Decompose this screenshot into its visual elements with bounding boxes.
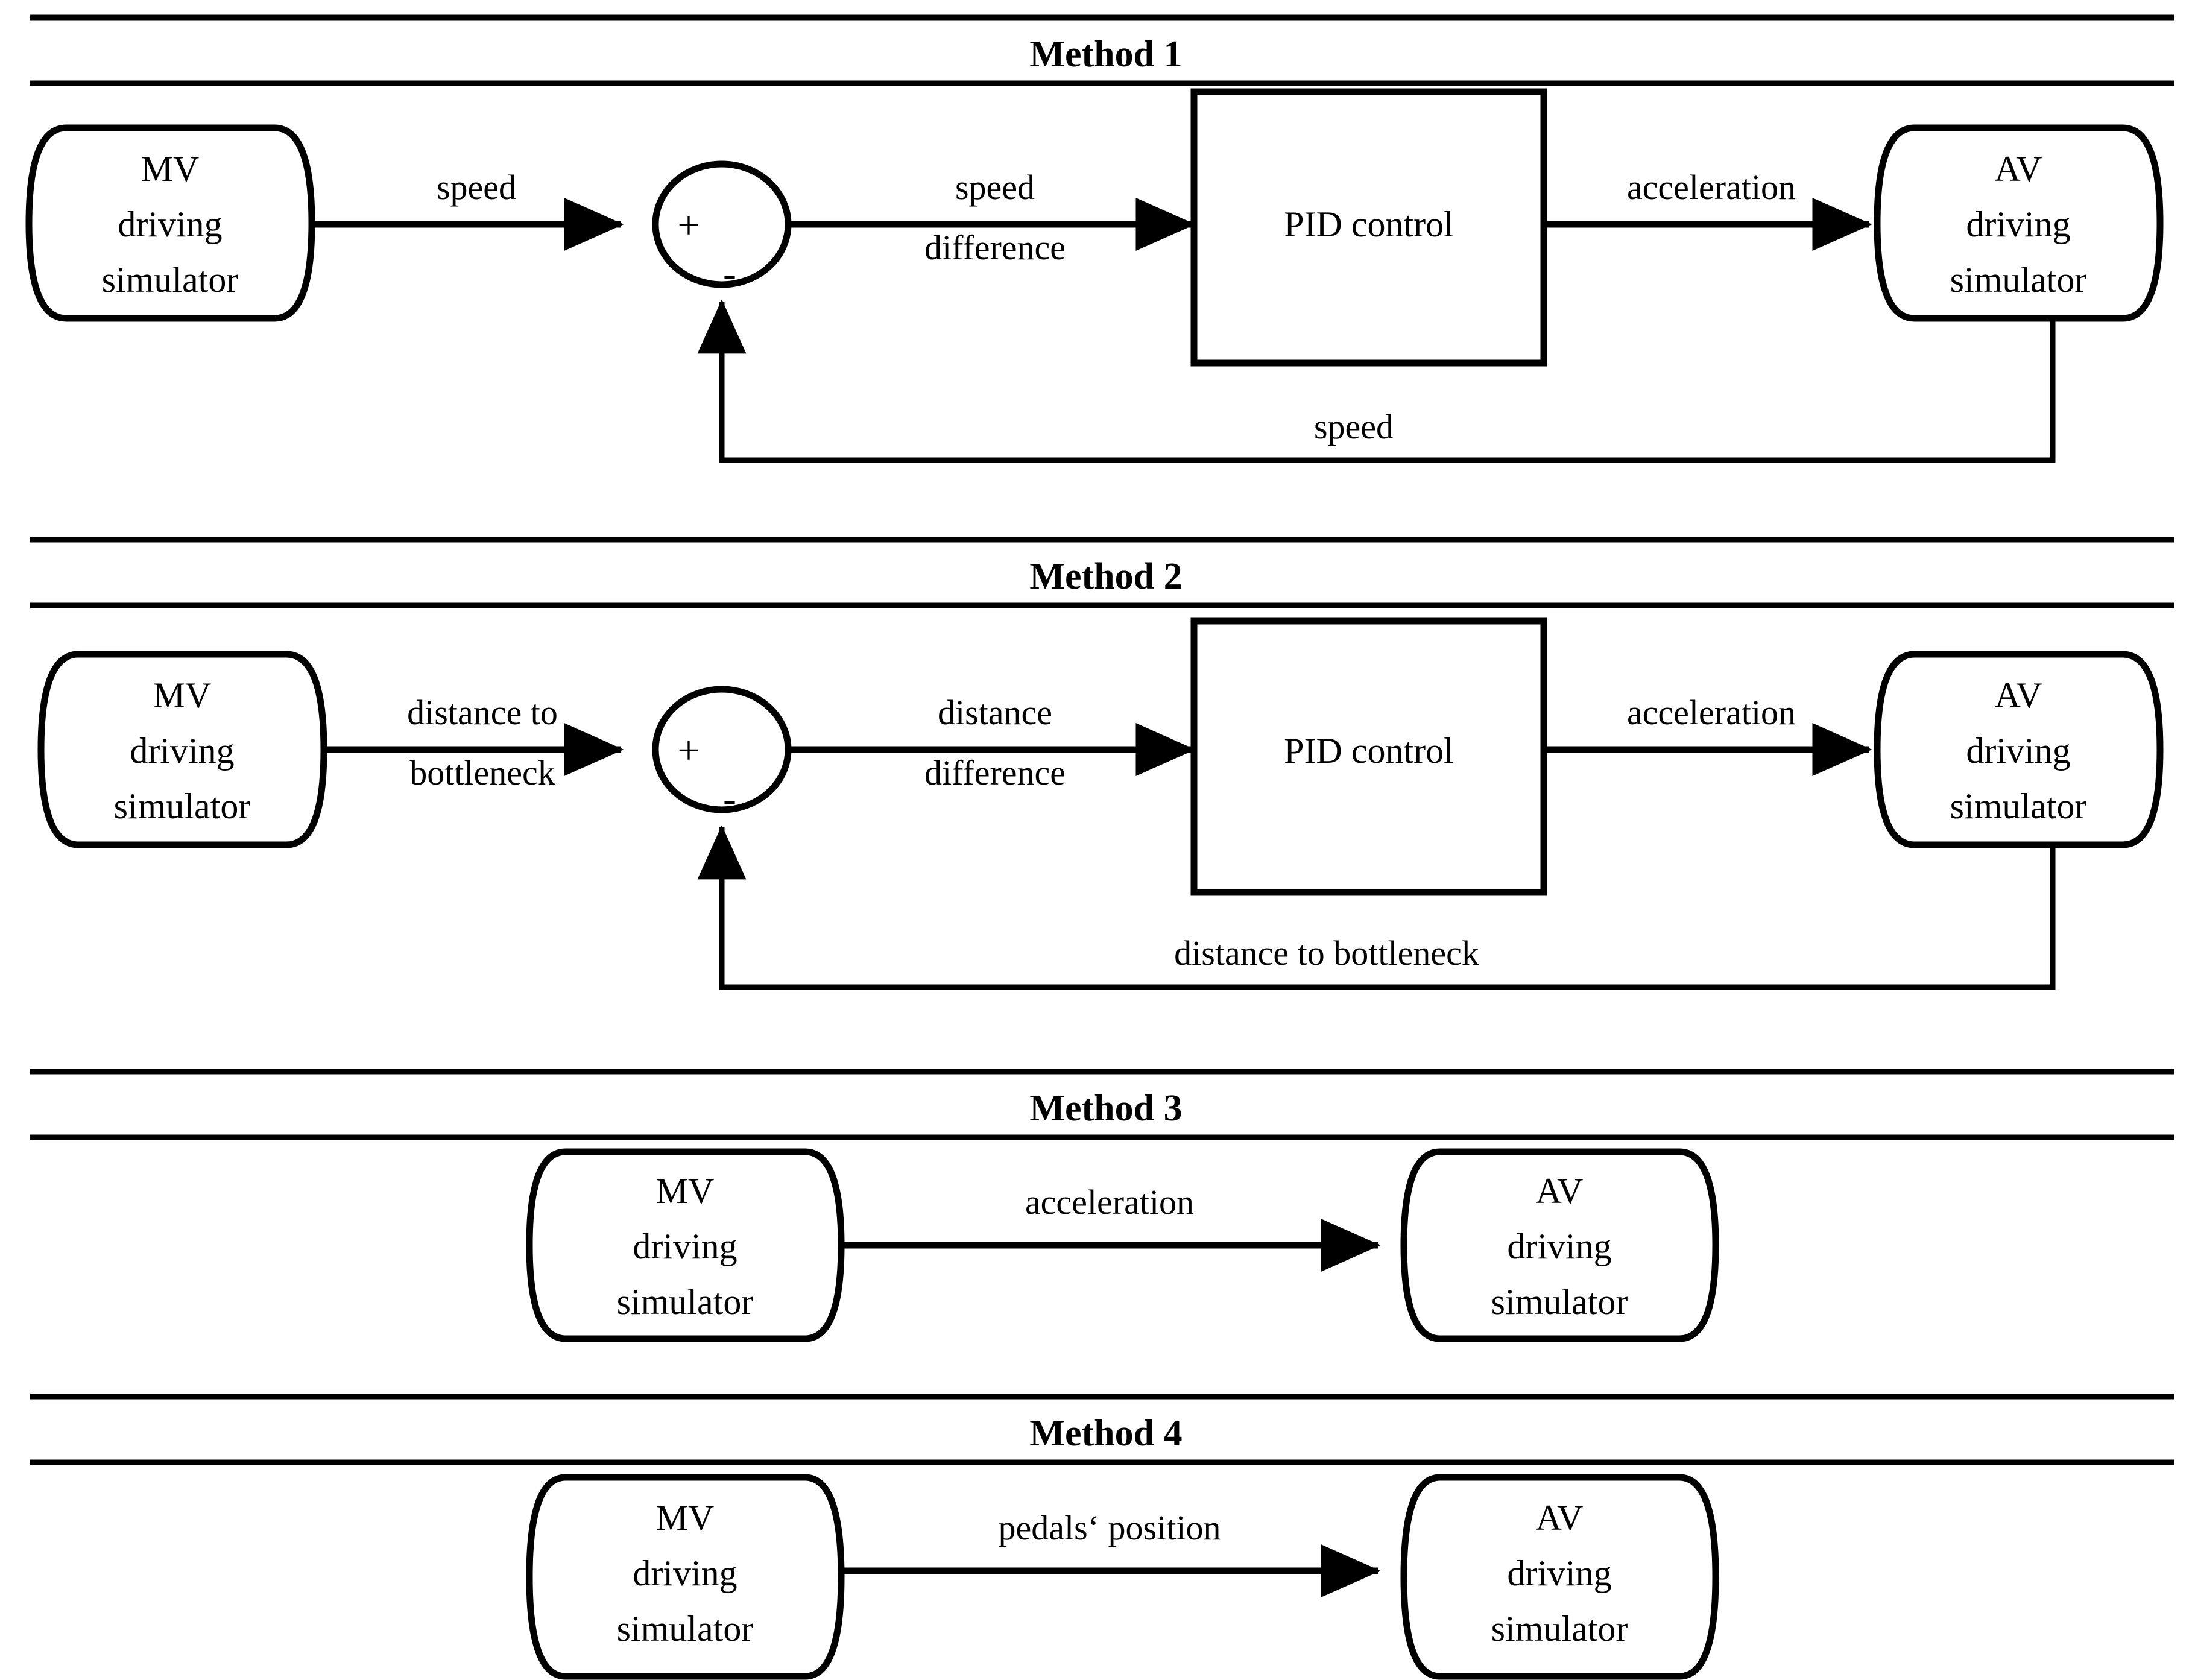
node-label-line2: driving bbox=[1966, 204, 2070, 244]
node-av-driving-simulator-4[interactable]: AV driving simulator bbox=[1400, 1474, 1719, 1680]
edge-label-pedals-position: pedals‘ position bbox=[999, 1508, 1221, 1547]
section-method-2: Method 2 MV driving simulator distance t… bbox=[30, 537, 2174, 990]
node-label-line2: driving bbox=[633, 1553, 737, 1593]
edge-label-line1: speed bbox=[955, 168, 1035, 207]
node-mv-driving-simulator-4[interactable]: MV driving simulator bbox=[526, 1474, 845, 1680]
section-title-method-3: Method 3 bbox=[1029, 1088, 1182, 1129]
edge-feedback-distance-2: distance to bottleneck bbox=[697, 825, 2056, 990]
edge-label-speed: speed bbox=[437, 168, 516, 207]
edge-distance-to-bottleneck-2: distance to bottleneck bbox=[326, 693, 624, 792]
node-summing-junction-1[interactable]: + - bbox=[652, 160, 792, 295]
edge-label-acceleration: acceleration bbox=[1025, 1183, 1194, 1222]
edge-label-line1: distance bbox=[938, 693, 1052, 732]
node-label-line1: AV bbox=[1995, 675, 2042, 715]
edge-acceleration-1: acceleration bbox=[1544, 168, 1872, 251]
node-label-line1: AV bbox=[1995, 149, 2042, 189]
node-label-line3: simulator bbox=[617, 1282, 754, 1322]
edge-label-line2: bottleneck bbox=[409, 753, 555, 792]
node-label-line3: simulator bbox=[114, 786, 251, 826]
section-method-3: Method 3 MV driving simulator accelerati… bbox=[30, 1069, 2174, 1342]
edge-distance-difference-2: distance difference bbox=[788, 693, 1196, 792]
node-mv-driving-simulator-3[interactable]: MV driving simulator bbox=[526, 1148, 845, 1342]
edge-label-acceleration: acceleration bbox=[1627, 693, 1796, 732]
section-title-method-1: Method 1 bbox=[1029, 34, 1182, 75]
node-label-pid: PID control bbox=[1284, 731, 1454, 771]
node-label-pid: PID control bbox=[1284, 204, 1454, 244]
edge-label-line2: difference bbox=[924, 753, 1066, 792]
edge-acceleration-2: acceleration bbox=[1544, 693, 1872, 776]
node-label-line3: simulator bbox=[102, 260, 239, 300]
edge-label-line1: distance to bbox=[407, 693, 558, 732]
node-pid-control-2[interactable]: PID control bbox=[1190, 617, 1547, 896]
node-label-line2: driving bbox=[1507, 1553, 1611, 1593]
node-mv-driving-simulator-1[interactable]: MV driving simulator bbox=[25, 124, 315, 322]
edge-label-line2: difference bbox=[924, 228, 1066, 267]
node-label-line3: simulator bbox=[617, 1609, 754, 1649]
node-label-line2: driving bbox=[633, 1227, 737, 1266]
node-av-driving-simulator-1[interactable]: AV driving simulator bbox=[1874, 124, 2164, 322]
node-av-driving-simulator-2[interactable]: AV driving simulator bbox=[1874, 651, 2164, 848]
edge-feedback-speed-1: speed bbox=[697, 299, 2056, 463]
feedback-path bbox=[697, 299, 2056, 463]
edge-pedals-position-4: pedals‘ position bbox=[843, 1508, 1381, 1597]
sign-minus: - bbox=[723, 251, 736, 295]
node-av-driving-simulator-3[interactable]: AV driving simulator bbox=[1400, 1148, 1719, 1342]
node-label-line2: driving bbox=[1966, 731, 2070, 771]
node-pid-control-1[interactable]: PID control bbox=[1190, 88, 1547, 367]
section-method-1: Method 1 MV driving simulator speed + - … bbox=[25, 14, 2174, 463]
edge-label-acceleration: acceleration bbox=[1627, 168, 1796, 207]
edge-speed-difference-1: speed difference bbox=[788, 168, 1196, 267]
node-label-line3: simulator bbox=[1950, 786, 2087, 826]
node-label-line1: MV bbox=[656, 1171, 715, 1211]
sign-plus: + bbox=[677, 728, 700, 772]
node-mv-driving-simulator-2[interactable]: MV driving simulator bbox=[37, 651, 327, 848]
node-label-line2: driving bbox=[130, 731, 234, 771]
node-label-line3: simulator bbox=[1491, 1282, 1628, 1322]
feedback-path bbox=[697, 825, 2056, 990]
node-label-line1: AV bbox=[1536, 1171, 1584, 1211]
node-label-line2: driving bbox=[118, 204, 222, 244]
sign-plus: + bbox=[677, 203, 700, 247]
section-method-4: Method 4 MV driving simulator pedals‘ po… bbox=[30, 1394, 2174, 1680]
edge-label-feedback: speed bbox=[1314, 407, 1394, 446]
edge-label-feedback: distance to bottleneck bbox=[1174, 933, 1479, 973]
node-label-line1: MV bbox=[656, 1498, 715, 1538]
node-summing-junction-2[interactable]: + - bbox=[652, 686, 792, 821]
edge-speed-mv-to-junction-1: speed bbox=[314, 168, 624, 251]
sign-minus: - bbox=[723, 777, 736, 821]
node-label-line1: MV bbox=[153, 675, 212, 715]
node-label-line1: AV bbox=[1536, 1498, 1584, 1538]
node-label-line2: driving bbox=[1507, 1227, 1611, 1266]
section-title-method-4: Method 4 bbox=[1029, 1413, 1182, 1454]
node-label-line3: simulator bbox=[1950, 260, 2087, 300]
section-title-method-2: Method 2 bbox=[1029, 556, 1182, 597]
node-label-line1: MV bbox=[141, 149, 200, 189]
node-label-line3: simulator bbox=[1491, 1609, 1628, 1649]
edge-acceleration-3: acceleration bbox=[843, 1183, 1381, 1272]
